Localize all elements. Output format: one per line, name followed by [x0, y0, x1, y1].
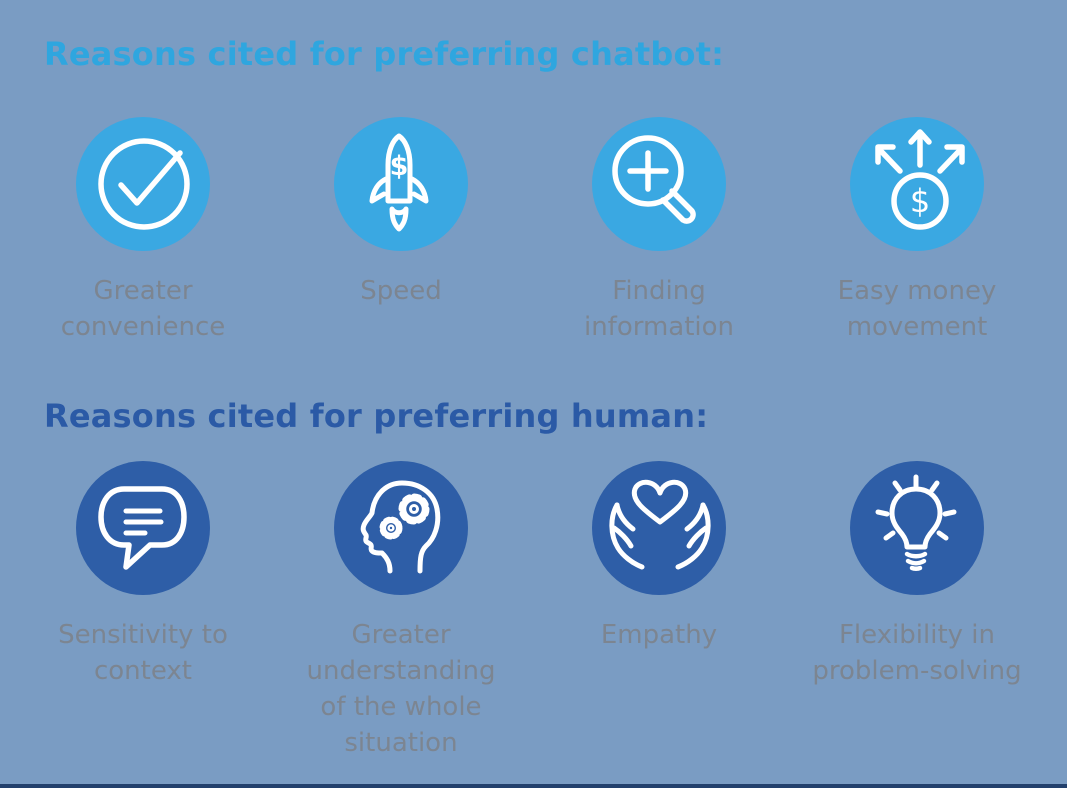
human-item-context: Sensitivity to context	[14, 461, 272, 762]
svg-text:$: $	[390, 151, 409, 182]
svg-text:$: $	[910, 182, 930, 220]
chatbot-item-information: Finding information	[530, 116, 788, 346]
item-label: Finding information	[583, 275, 735, 342]
human-section-heading: Reasons cited for preferring human:	[44, 396, 709, 435]
item-label: Greater understanding of the whole situa…	[306, 620, 496, 758]
chatbot-icon-row: Greater convenience $ Speed	[0, 116, 1067, 346]
item-label: Empathy	[600, 620, 718, 651]
human-item-understanding: Greater understanding of the whole situa…	[272, 461, 530, 762]
money-arrows-icon: $	[850, 116, 984, 251]
chatbot-item-speed: $ Speed	[272, 116, 530, 346]
human-item-empathy: Empathy	[530, 461, 788, 762]
human-item-flexibility: Flexibility in problem-solving	[788, 461, 1046, 762]
human-icon-row: Sensitivity to context Greater understan	[0, 461, 1067, 762]
chatbot-item-money: $ Easy money movement	[788, 116, 1046, 346]
bottom-edge-bar	[0, 784, 1067, 788]
item-label: Sensitivity to context	[58, 620, 228, 687]
rocket-dollar-icon: $	[334, 116, 468, 251]
item-label: Easy money movement	[837, 275, 997, 342]
speech-bubble-icon	[76, 461, 210, 596]
item-label: Speed	[360, 275, 442, 306]
hands-heart-icon	[592, 461, 726, 596]
item-label: Flexibility in problem-solving	[812, 620, 1022, 687]
magnifier-plus-icon	[592, 116, 726, 251]
head-gears-icon	[334, 461, 468, 596]
lightbulb-icon	[850, 461, 984, 596]
chatbot-item-convenience: Greater convenience	[14, 116, 272, 346]
item-label: Greater convenience	[60, 275, 226, 342]
checkmark-circle-icon	[76, 116, 210, 251]
chatbot-section-heading: Reasons cited for preferring chatbot:	[44, 35, 725, 73]
